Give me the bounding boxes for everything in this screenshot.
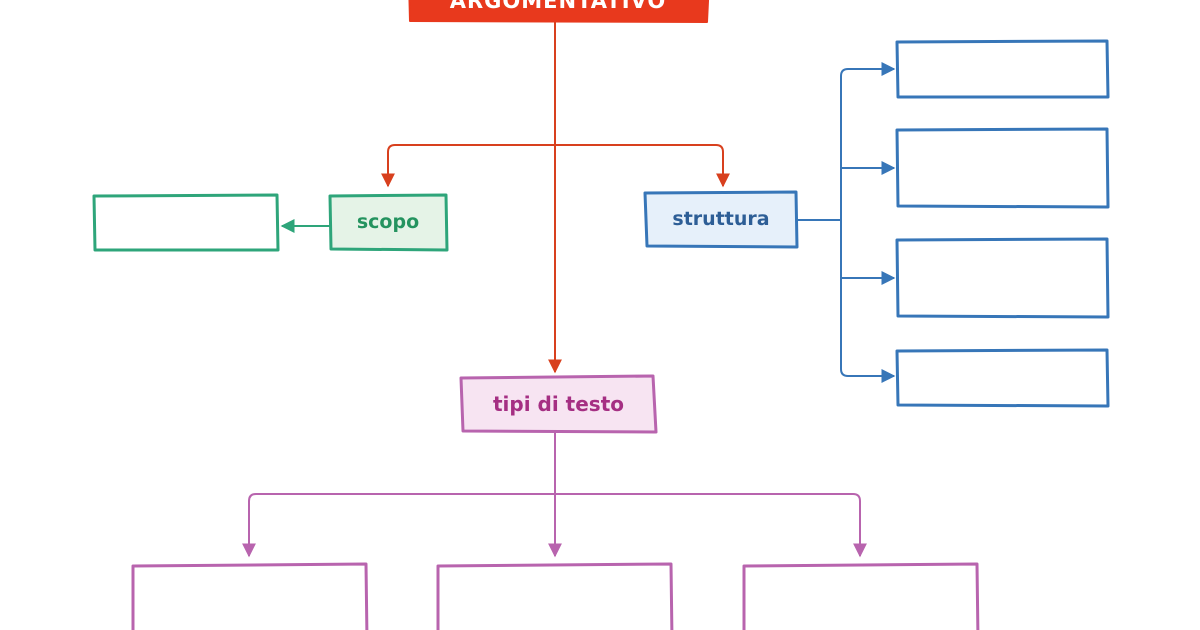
tipi-target-box-3 [742, 562, 980, 630]
struttura-node [643, 190, 799, 249]
struttura-target-box-3 [895, 237, 1110, 319]
struttura-target-box-1 [895, 39, 1110, 99]
tipi-label: tipi di testo [492, 392, 624, 416]
scopo-target-box [92, 193, 280, 252]
struttura-trunk [840, 68, 849, 377]
title-label: ARGOMENTATIVO [449, 0, 667, 13]
struttura-target-box-2 [895, 127, 1110, 209]
struttura-label: struttura [672, 208, 770, 230]
struttura-target-box-4 [895, 348, 1110, 408]
title-node [408, 0, 710, 23]
tipi-target-box-1 [131, 562, 369, 630]
tipi-target-box-2 [436, 562, 674, 630]
tipi-node [459, 374, 658, 434]
scopo-node [328, 193, 449, 252]
scopo-label: scopo [356, 211, 420, 233]
title-branch-line [381, 144, 730, 188]
